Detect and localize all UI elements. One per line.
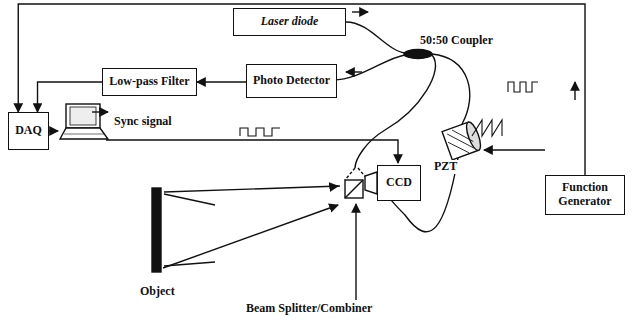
sawtooth-signal	[472, 120, 502, 136]
laser-box: Laser diode	[233, 8, 346, 36]
ray	[330, 186, 338, 187]
coupler-label: 50:50 Coupler	[418, 34, 495, 48]
ray	[164, 262, 215, 266]
signal-connector	[197, 81, 246, 82]
beam-splitter	[345, 180, 363, 198]
signal-connector	[18, 4, 585, 175]
direction-arrow	[92, 111, 108, 112]
fiber	[346, 22, 405, 53]
object	[152, 188, 161, 272]
daq-box: DAQ	[8, 112, 49, 150]
leader-arrow	[355, 204, 356, 300]
beam-splitter	[345, 180, 363, 198]
pzt-cylinder	[442, 120, 483, 159]
coupler	[404, 50, 432, 59]
fiber	[432, 54, 470, 124]
ray	[163, 205, 338, 268]
ray	[164, 194, 215, 205]
ray	[163, 192, 164, 268]
direction-arrow	[352, 11, 368, 12]
ccd-camera: CCD	[377, 165, 421, 201]
fiber	[355, 55, 435, 168]
splitter-label: Beam Splitter/Combiner	[244, 302, 374, 316]
box-label: DAQ	[15, 124, 42, 138]
laptop	[60, 104, 108, 139]
ccd-lens	[365, 172, 377, 194]
direction-arrow	[346, 71, 362, 72]
box-label: CCD	[386, 176, 412, 190]
pzt-label: PZT	[432, 160, 459, 174]
box-label: Low-pass Filter	[109, 75, 189, 89]
direction-arrow	[574, 82, 575, 100]
generator-box: Function Generator	[545, 175, 625, 215]
object-label: Object	[138, 285, 177, 299]
signal-label: Sync signal	[112, 115, 174, 129]
sync-line	[106, 140, 398, 163]
filter-box: Low-pass Filter	[102, 68, 197, 96]
signal-connector	[38, 82, 102, 112]
box-label: Function Generator	[551, 181, 619, 209]
box-label: Photo Detector	[253, 74, 330, 88]
square-signal	[508, 82, 538, 92]
ray	[164, 186, 340, 192]
square-signal	[240, 128, 280, 136]
box-label: Laser diode	[261, 15, 319, 29]
fiber	[333, 55, 405, 80]
drive-arrow	[484, 149, 545, 150]
detector-box: Photo Detector	[246, 64, 337, 98]
